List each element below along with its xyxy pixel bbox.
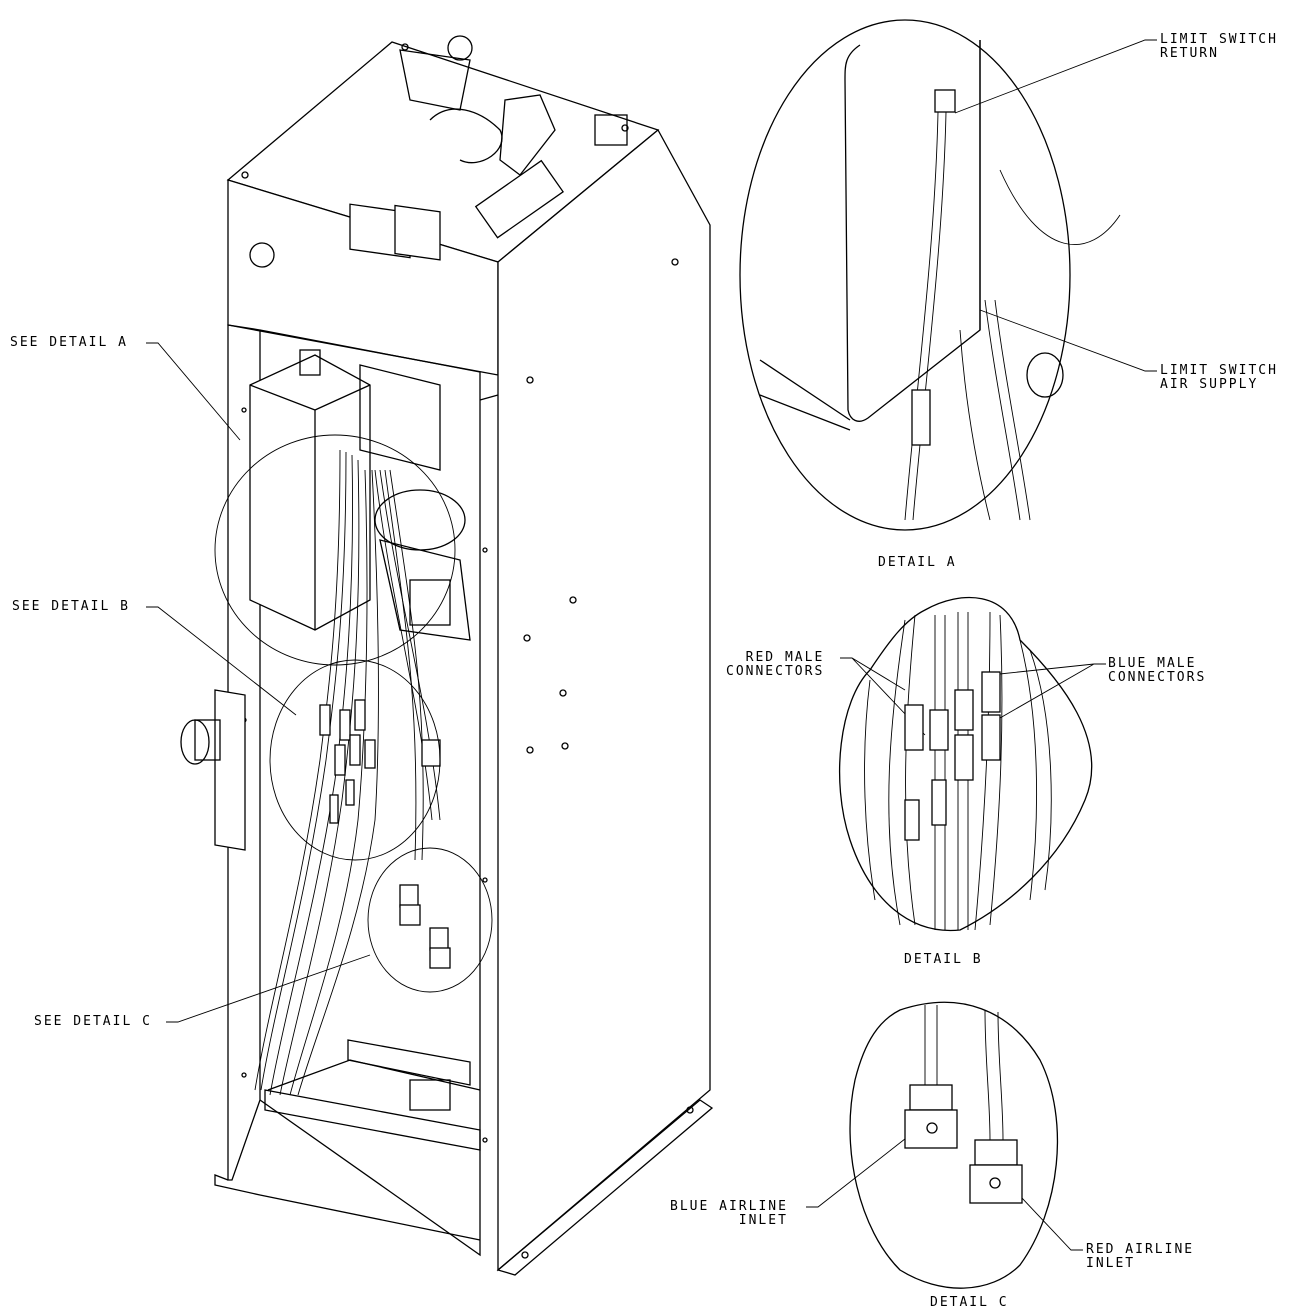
circle-detail-a xyxy=(214,434,456,666)
label-blue-male-connectors: BLUE MALE CONNECTORS xyxy=(1108,656,1207,685)
reservoir-box xyxy=(249,354,371,631)
male-connectors xyxy=(319,699,441,824)
callout-circles xyxy=(214,434,493,993)
circle-detail-c xyxy=(367,847,493,993)
callout-see-detail-a: SEE DETAIL A xyxy=(10,335,128,350)
leader-lines xyxy=(146,39,1157,1251)
tubing-bundle xyxy=(254,449,441,1096)
cabinet-right-side xyxy=(497,128,711,1272)
cabinet-foot-right xyxy=(496,1099,714,1276)
detail-c-title: DETAIL C xyxy=(930,1295,1009,1310)
airline-inlets xyxy=(399,884,451,969)
callout-see-detail-c: SEE DETAIL C xyxy=(34,1014,152,1029)
cabinet-bottom-bar xyxy=(264,1089,481,1151)
detail-b-view xyxy=(838,596,1093,932)
detail-a-view xyxy=(739,19,1121,531)
detail-a-title: DETAIL A xyxy=(878,555,957,570)
cabinet-left-post xyxy=(227,324,261,1181)
cabinet-assembly xyxy=(180,35,714,1276)
label-limit-switch-air-supply: LIMIT SWITCH AIR SUPPLY xyxy=(1160,363,1278,392)
label-blue-airline-inlet: BLUE AIRLINE INLET xyxy=(670,1199,788,1228)
callout-see-detail-b: SEE DETAIL B xyxy=(12,599,130,614)
circle-detail-b xyxy=(269,659,441,861)
filter-regulator xyxy=(214,689,246,851)
label-red-airline-inlet: RED AIRLINE INLET xyxy=(1086,1242,1195,1271)
detail-b-title: DETAIL B xyxy=(904,952,983,967)
cabinet-inner-back xyxy=(259,329,481,1257)
label-red-male-connectors: RED MALE CONNECTORS xyxy=(726,650,825,679)
detail-c-view xyxy=(849,1001,1059,1289)
label-limit-switch-return: LIMIT SWITCH RETURN xyxy=(1160,32,1278,61)
